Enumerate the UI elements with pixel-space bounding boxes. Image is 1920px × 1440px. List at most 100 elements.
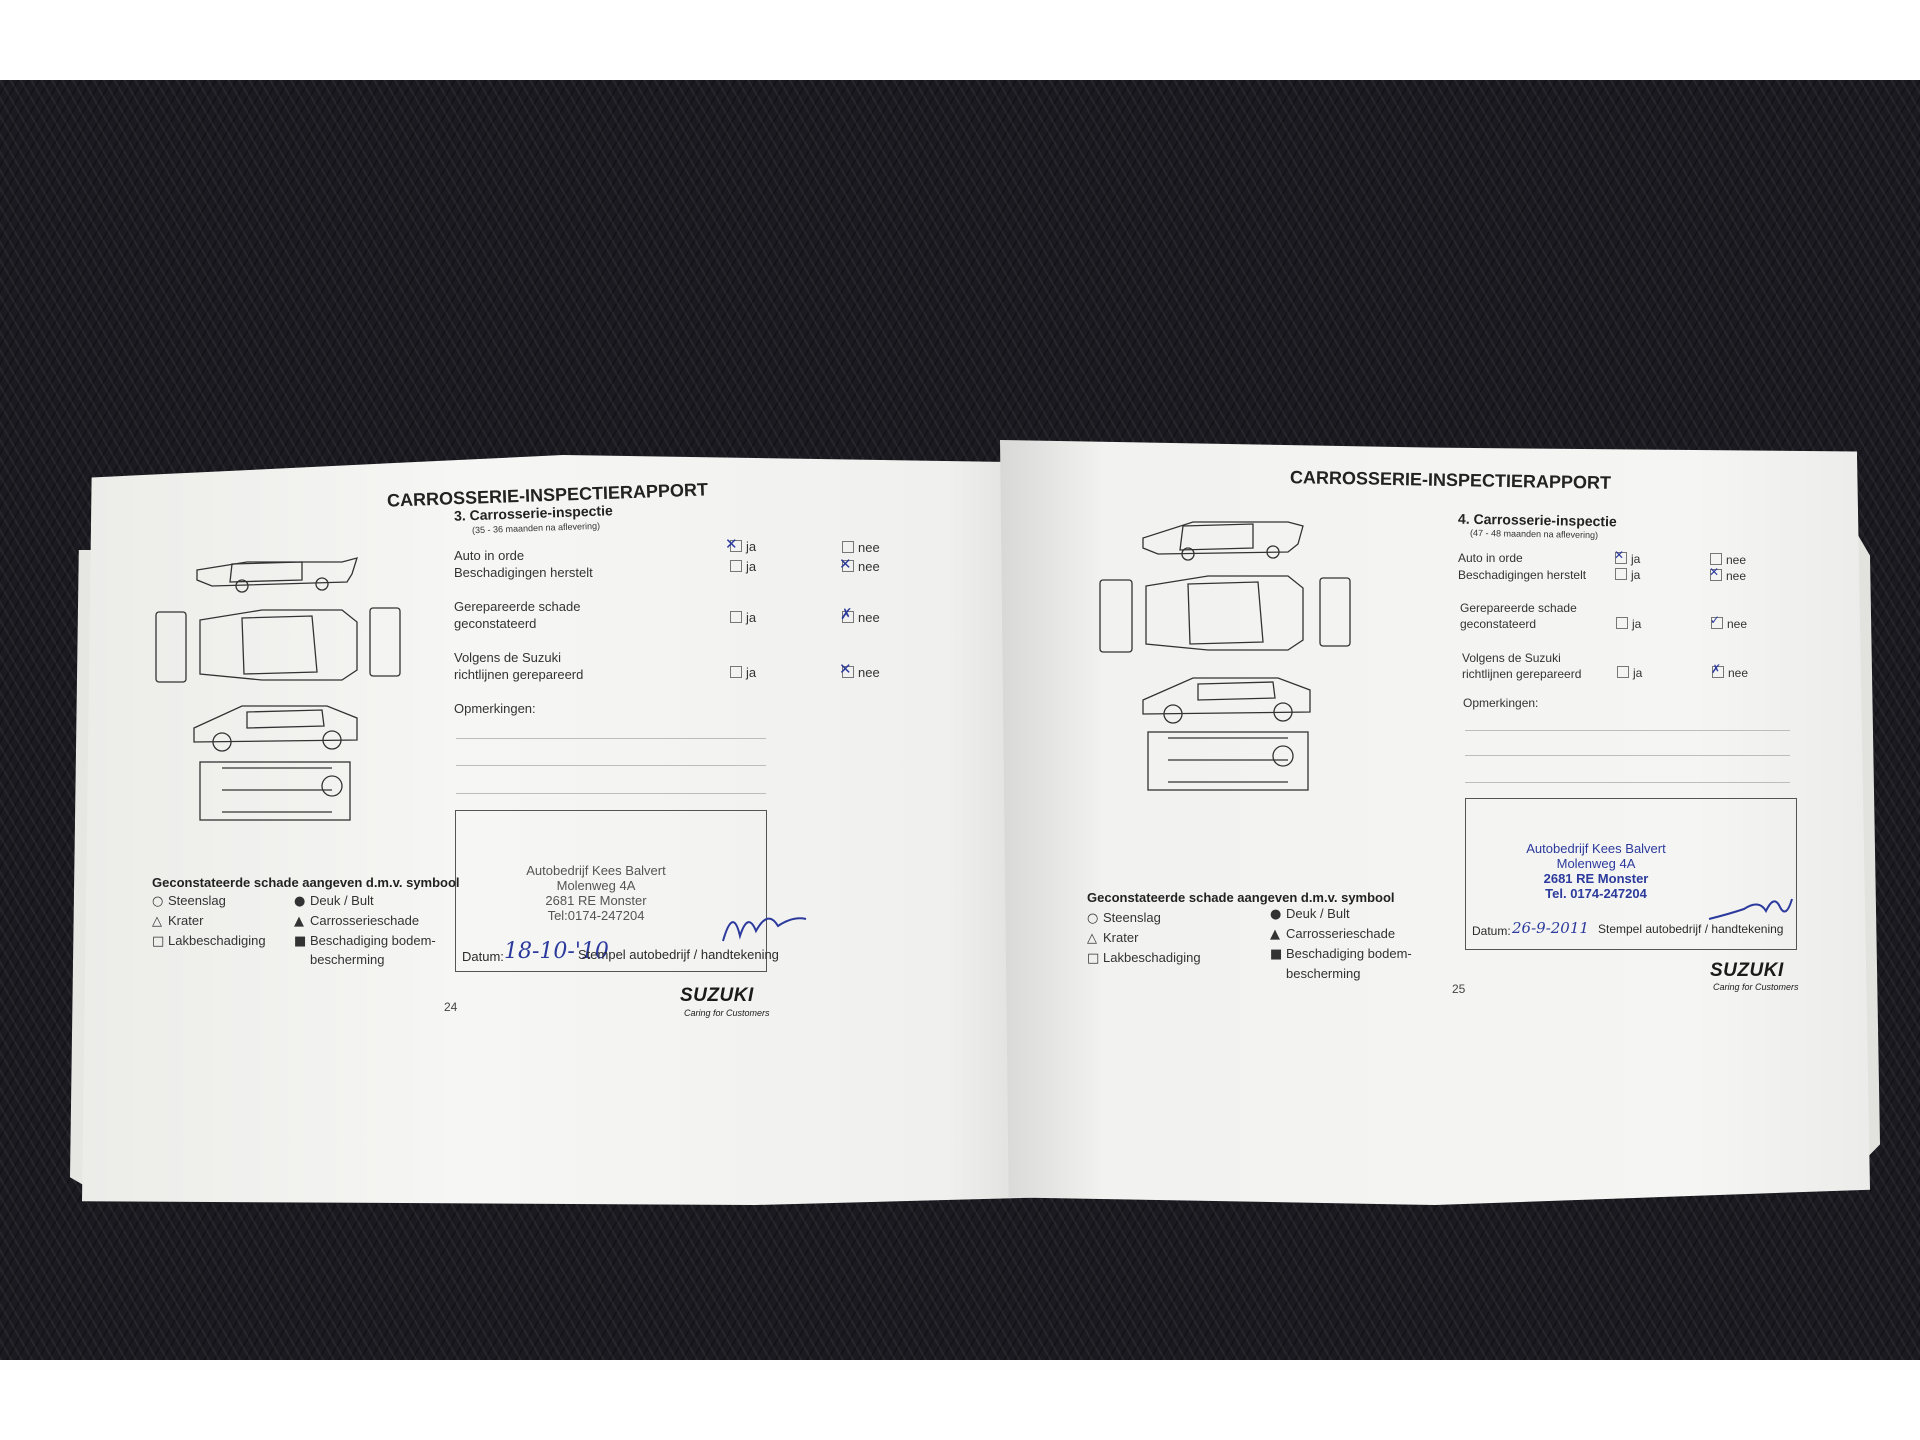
circle-filled-icon: ● bbox=[1270, 907, 1282, 922]
remarks-label: Opmerkingen: bbox=[1463, 696, 1539, 710]
remarks-label: Opmerkingen: bbox=[454, 701, 536, 716]
stamp-line: Molenweg 4A bbox=[556, 878, 636, 893]
question-volgens-suzuki-2: richtlijnen gerepareerd bbox=[454, 667, 584, 682]
legend-steenslag: ○Steenslag bbox=[1087, 910, 1161, 926]
circle-filled-icon: ● bbox=[294, 894, 306, 909]
stamp-line: 2681 RE Monster bbox=[545, 893, 647, 908]
legend-bodem: ■Beschadiging bodem- bbox=[1270, 946, 1412, 962]
checkbox[interactable] bbox=[730, 560, 742, 572]
section-title: 4. Carrosserie-inspectie bbox=[1457, 510, 1617, 530]
pen-check-icon: ✓ bbox=[1710, 613, 1721, 627]
checkbox[interactable] bbox=[1711, 617, 1723, 629]
option-ja[interactable]: ja bbox=[730, 559, 756, 574]
question-gerepareerde-schade: Gerepareerde schade bbox=[1460, 601, 1577, 615]
checkbox[interactable] bbox=[730, 540, 742, 552]
suzuki-logo: SUZUKI bbox=[1710, 960, 1784, 981]
option-ja[interactable]: ja bbox=[1617, 666, 1642, 680]
option-nee[interactable]: nee bbox=[1710, 553, 1746, 567]
checkbox[interactable] bbox=[1712, 666, 1724, 678]
option-ja[interactable]: ja bbox=[1615, 568, 1640, 582]
legend-krater: △Krater bbox=[1087, 930, 1139, 946]
dealer-stamp: Autobedrijf Kees Balvert Molenweg 4A 268… bbox=[486, 863, 706, 923]
signature bbox=[1708, 898, 1793, 920]
checkbox[interactable] bbox=[1615, 552, 1627, 564]
option-ja[interactable]: ja bbox=[730, 665, 756, 680]
option-nee[interactable]: nee bbox=[1710, 569, 1746, 583]
square-outline-icon: □ bbox=[152, 934, 165, 949]
checkbox[interactable] bbox=[1617, 666, 1629, 678]
option-ja[interactable]: ja bbox=[730, 610, 756, 625]
stamp-line: Tel. 0174-247204 bbox=[1545, 886, 1647, 901]
datum-label: Datum: bbox=[462, 949, 504, 964]
checkbox[interactable] bbox=[1616, 617, 1628, 629]
legend-carrosserieschade: ▲Carrosserieschade bbox=[294, 913, 420, 929]
checkbox[interactable] bbox=[1710, 569, 1722, 581]
option-nee[interactable]: nee bbox=[1712, 666, 1748, 680]
stamp-box: Autobedrijf Kees Balvert Molenweg 4A 268… bbox=[455, 810, 807, 972]
question-auto-in-orde: Auto in orde bbox=[1458, 551, 1523, 565]
right-page: CARROSSERIE-INSPECTIERAPPORT 4. Carrosse… bbox=[1000, 440, 1870, 1205]
stamp-line: Autobedrijf Kees Balvert bbox=[1526, 841, 1666, 856]
triangle-outline-icon: △ bbox=[152, 914, 162, 929]
section-subtitle: (47 - 48 maanden na aflevering) bbox=[1469, 527, 1599, 541]
tagline: Caring for Customers bbox=[684, 1008, 770, 1018]
question-beschadigingen: Beschadigingen herstelt bbox=[454, 565, 593, 580]
square-filled-icon: ■ bbox=[1270, 947, 1283, 962]
question-auto-in-orde: Auto in orde bbox=[454, 548, 525, 563]
option-ja[interactable]: ja bbox=[1616, 617, 1641, 631]
option-nee[interactable]: nee bbox=[1711, 617, 1747, 631]
checkbox[interactable] bbox=[842, 666, 854, 678]
stamp-label: Stempel autobedrijf / handtekening bbox=[578, 947, 779, 962]
legend-carrosserieschade: ▲Carrosserieschade bbox=[1270, 926, 1396, 942]
triangle-filled-icon: ▲ bbox=[1270, 927, 1280, 942]
datum-value: 18-10-'10 bbox=[504, 939, 609, 964]
option-nee[interactable]: nee bbox=[842, 540, 880, 555]
legend-lakbeschadiging: □Lakbeschadiging bbox=[152, 933, 266, 949]
legend-title: Geconstateerde schade aangeven d.m.v. sy… bbox=[152, 875, 460, 890]
dealer-stamp: Autobedrijf Kees Balvert Molenweg 4A 268… bbox=[1486, 841, 1706, 901]
left-page: CARROSSERIE-INSPECTIERAPPORT 3. Carrosse… bbox=[82, 455, 1040, 1205]
triangle-outline-icon: △ bbox=[1087, 931, 1097, 946]
section-subtitle: (35 - 36 maanden na aflevering) bbox=[471, 520, 601, 536]
option-nee[interactable]: nee bbox=[842, 610, 880, 625]
checkbox[interactable] bbox=[842, 611, 854, 623]
legend-lakbeschadiging: □Lakbeschadiging bbox=[1087, 950, 1201, 966]
pen-check-icon: ✗ bbox=[840, 605, 853, 623]
legend-steenslag: ○Steenslag bbox=[152, 893, 226, 909]
legend-title: Geconstateerde schade aangeven d.m.v. sy… bbox=[1087, 890, 1395, 905]
car-diagram bbox=[1099, 521, 1351, 791]
pen-check-icon: ✕ bbox=[839, 555, 852, 573]
checkbox[interactable] bbox=[1615, 568, 1627, 580]
option-ja[interactable]: ja bbox=[1615, 552, 1640, 566]
legend-bodem-2: bescherming bbox=[310, 952, 385, 967]
circle-outline-icon: ○ bbox=[1087, 911, 1099, 926]
question-volgens-suzuki-2: richtlijnen gerepareerd bbox=[1462, 667, 1582, 681]
stamp-line: Autobedrijf Kees Balvert bbox=[526, 863, 666, 878]
datum-label: Datum: bbox=[1472, 924, 1511, 938]
legend-krater: △Krater bbox=[152, 913, 204, 929]
stamp-line: Tel:0174-247204 bbox=[547, 908, 645, 923]
square-filled-icon: ■ bbox=[294, 934, 307, 949]
remarks-line bbox=[456, 765, 766, 766]
photo-background: CARROSSERIE-INSPECTIERAPPORT 3. Carrosse… bbox=[0, 80, 1920, 1360]
option-nee[interactable]: nee bbox=[842, 559, 880, 574]
checkbox[interactable] bbox=[842, 541, 854, 553]
pen-check-icon: ✕ bbox=[1614, 548, 1625, 562]
legend-bodem-2: bescherming bbox=[1286, 966, 1361, 981]
checkbox[interactable] bbox=[842, 560, 854, 572]
question-beschadigingen: Beschadigingen herstelt bbox=[1458, 568, 1587, 582]
stamp-line: Molenweg 4A bbox=[1556, 856, 1636, 871]
option-ja[interactable]: ja bbox=[730, 539, 756, 554]
checkbox[interactable] bbox=[1710, 553, 1722, 565]
signature bbox=[722, 917, 807, 942]
page-title: CARROSSERIE-INSPECTIERAPPORT bbox=[1289, 467, 1612, 493]
option-nee[interactable]: nee bbox=[842, 665, 880, 680]
pen-check-icon: ✕ bbox=[839, 660, 852, 678]
checkbox[interactable] bbox=[730, 666, 742, 678]
remarks-line bbox=[456, 738, 766, 739]
datum-value: 26-9-2011 bbox=[1512, 919, 1589, 937]
checkbox[interactable] bbox=[730, 611, 742, 623]
pen-check-icon: ✗ bbox=[1711, 662, 1722, 676]
question-gerepareerde-schade-2: geconstateerd bbox=[1460, 617, 1537, 631]
question-gerepareerde-schade-2: geconstateerd bbox=[454, 616, 537, 631]
